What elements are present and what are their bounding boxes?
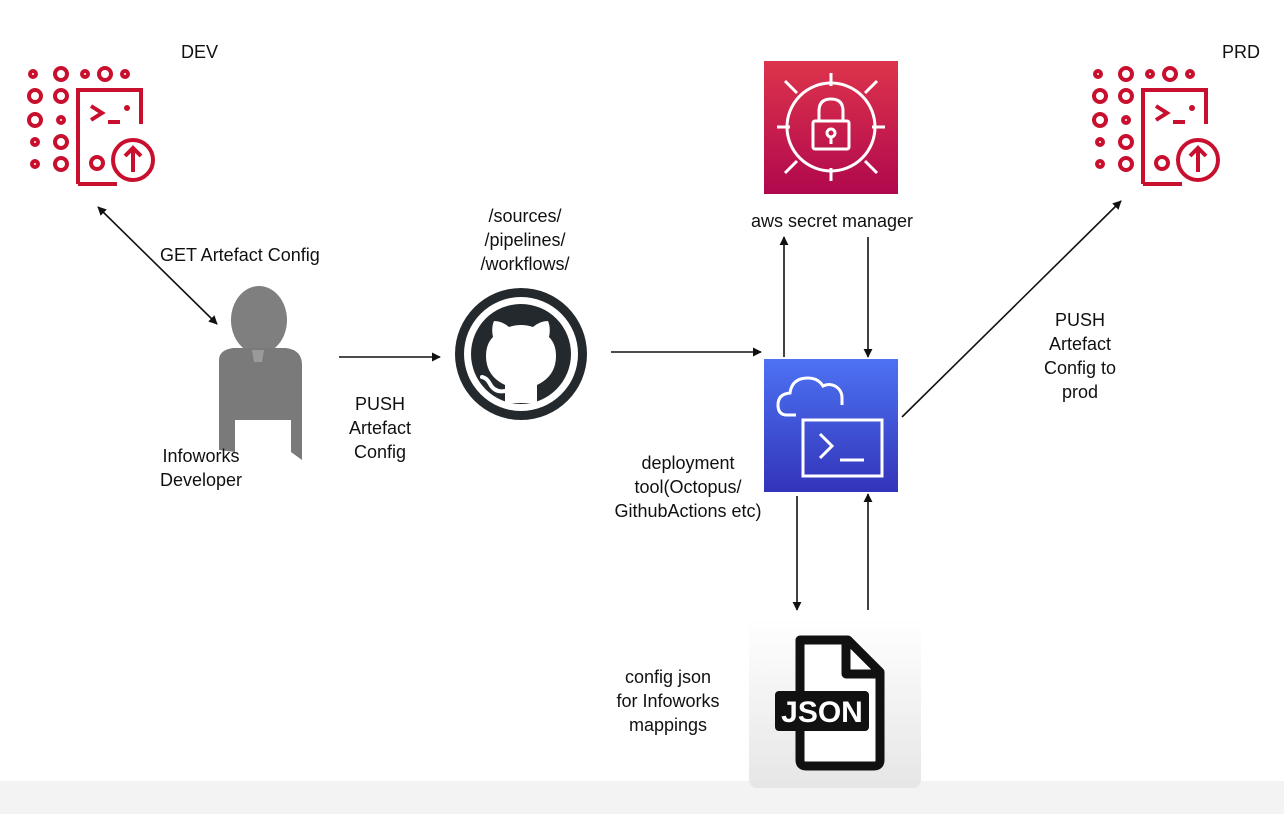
- json-file-icon: JSON: [749, 618, 921, 788]
- push-artefact-config-prod-label: PUSH Artefact Config to prod: [1043, 310, 1117, 402]
- dev-label: DEV: [181, 42, 219, 62]
- repo-paths-label: /sources/ /pipelines/ /workflows/: [480, 206, 570, 274]
- aws-secret-manager-label: aws secret manager: [750, 211, 914, 231]
- deployment-tool-label: deployment tool(Octopus/ GithubActions e…: [614, 453, 762, 521]
- arrow-deploy-prd: [901, 200, 1122, 418]
- aws-secrets-manager-icon: [764, 61, 898, 194]
- github-icon: [455, 288, 587, 420]
- developer-person-icon: [219, 286, 302, 460]
- bottom-strip: [0, 781, 1284, 814]
- push-artefact-config-label: PUSH Artefact Config: [348, 394, 412, 462]
- prd-infoworks-icon: [1092, 66, 1220, 186]
- json-badge-text: JSON: [781, 696, 863, 729]
- prd-label: PRD: [1222, 42, 1261, 62]
- get-artefact-config-label: GET Artefact Config: [160, 245, 320, 265]
- dev-infoworks-icon: [27, 66, 155, 186]
- cloud-shell-icon: [764, 359, 898, 492]
- config-json-label: config json for Infoworks mappings: [616, 667, 720, 735]
- infoworks-developer-label: Infoworks Developer: [159, 446, 243, 490]
- arrow-dev-developer: [97, 206, 218, 325]
